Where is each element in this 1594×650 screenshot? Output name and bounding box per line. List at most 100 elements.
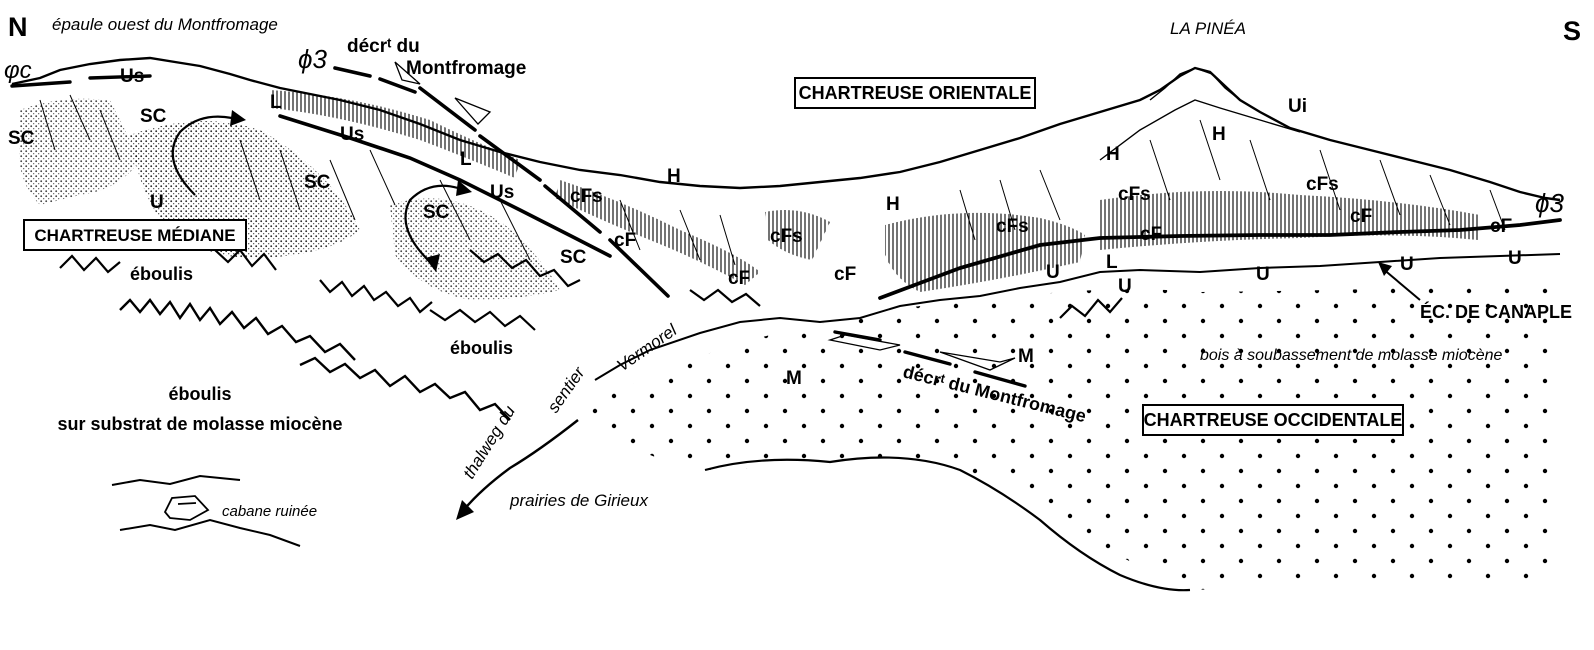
eboulis-label-1: éboulis bbox=[130, 264, 193, 284]
vermorel-label: Vermorel bbox=[613, 320, 681, 375]
sc-stipple-left bbox=[19, 98, 140, 205]
ec-canaple-label: ÉC. DE CANAPLE bbox=[1420, 301, 1572, 322]
thalweg-label: thalweg du bbox=[459, 402, 519, 482]
unit-cf-3: cF bbox=[834, 264, 856, 285]
unit-h-2: H bbox=[886, 194, 900, 215]
unit-sc-4: SC bbox=[423, 202, 450, 223]
unit-sc-5: SC bbox=[560, 247, 587, 268]
canaple-arrow-head bbox=[1378, 262, 1392, 276]
scree-line-2 bbox=[299, 356, 511, 421]
fracture-marks bbox=[39, 94, 1506, 266]
box-occidentale-label: CHARTREUSE OCCIDENTALE bbox=[1144, 410, 1403, 430]
decrochement-lower bbox=[833, 330, 1027, 388]
unit-cf-1: cF bbox=[614, 230, 636, 251]
ridge-skyline bbox=[11, 56, 1561, 202]
unit-l-1: L bbox=[270, 92, 282, 113]
hatch-band-2 bbox=[555, 180, 760, 285]
eboulis-molasse-1: éboulis bbox=[168, 384, 231, 404]
south-label: S bbox=[1563, 16, 1581, 46]
cabane-icon bbox=[163, 495, 210, 521]
unit-sc-3: SC bbox=[304, 172, 331, 193]
unit-us-2: Us bbox=[340, 124, 364, 145]
scree-line-7 bbox=[469, 249, 581, 288]
molasse-region bbox=[580, 282, 1560, 590]
phi-c-label: φc bbox=[4, 57, 32, 84]
unit-cfs-5: cFs bbox=[1306, 174, 1339, 195]
bois-label: bois à soubassement de molasse miocène bbox=[1200, 347, 1502, 364]
shear-arrow-lower-right bbox=[939, 351, 1016, 371]
hatch-band-1 bbox=[270, 90, 520, 178]
fold-arrow-left bbox=[171, 115, 233, 196]
shear-arrow-upper-left bbox=[394, 61, 421, 85]
unit-us-3: Us bbox=[490, 182, 514, 203]
fold-arrow-left-head bbox=[230, 110, 246, 126]
canaple-arrow bbox=[1381, 267, 1421, 301]
valley-floor bbox=[594, 253, 1561, 381]
terrain-line-cabane-bottom bbox=[119, 518, 301, 547]
scree-line-8 bbox=[1059, 297, 1123, 319]
unit-u-5: U bbox=[1400, 254, 1414, 275]
unit-u-1: U bbox=[150, 192, 164, 213]
unit-ui: Ui bbox=[1288, 96, 1307, 117]
scree-line-4 bbox=[214, 248, 277, 271]
cabane-label: cabane ruinée bbox=[222, 503, 317, 520]
unit-cf-5: cF bbox=[1350, 206, 1372, 227]
box-mediane bbox=[23, 219, 247, 251]
fold-arrow-right bbox=[404, 184, 459, 263]
shear-arrow-upper-right bbox=[454, 97, 492, 125]
eboulis-label-2: éboulis bbox=[450, 338, 513, 358]
scree-line-9 bbox=[689, 288, 761, 307]
box-occidentale bbox=[1142, 404, 1404, 436]
la-pinea-summit bbox=[1149, 67, 1241, 101]
box-orientale-label: CHARTREUSE ORIENTALE bbox=[799, 83, 1032, 103]
unit-cf-2: cF bbox=[728, 268, 750, 289]
sentier-label: sentier bbox=[544, 363, 590, 417]
phi3-left-thrust bbox=[278, 66, 612, 258]
hatch-band-3 bbox=[885, 212, 1085, 292]
unit-cfs-1: cFs bbox=[570, 186, 603, 207]
terrain-line-cabane-top bbox=[111, 474, 241, 486]
scree-line-3 bbox=[59, 254, 121, 274]
unit-l-2: L bbox=[460, 149, 472, 170]
scree-line-6 bbox=[429, 308, 536, 331]
eboulis-molasse-2: sur substrat de molasse miocène bbox=[57, 414, 342, 434]
unit-m-1: M bbox=[786, 368, 802, 389]
unit-m-2: M bbox=[1018, 346, 1034, 367]
unit-l-3: L bbox=[1106, 252, 1118, 273]
unit-us-1: Us bbox=[120, 66, 144, 87]
epaule-label: épaule ouest du Montfromage bbox=[52, 15, 278, 34]
molasse-lower-boundary bbox=[704, 456, 1191, 592]
fold-arrow-right-head-top bbox=[456, 180, 472, 196]
shear-arrow-lower-left bbox=[827, 334, 901, 351]
unit-u-4: U bbox=[1256, 264, 1270, 285]
box-orientale bbox=[794, 77, 1036, 109]
unit-sc-1: SC bbox=[8, 128, 35, 149]
unit-h-3: H bbox=[1106, 144, 1120, 165]
unit-sc-2: SC bbox=[140, 106, 167, 127]
scree-line-5 bbox=[319, 279, 433, 314]
north-label: N bbox=[8, 12, 28, 42]
la-pinea-label: LA PINÉA bbox=[1170, 19, 1246, 38]
thalweg-arrow-head bbox=[456, 500, 474, 520]
decrochement-upper bbox=[418, 86, 670, 298]
phi3-left-label: ϕ3 bbox=[298, 44, 327, 74]
decr-du-top: décrᵗ du bbox=[347, 36, 420, 57]
scree-line-1 bbox=[119, 298, 356, 361]
fold-arrow-right-head bbox=[425, 254, 440, 272]
inner-crest bbox=[1099, 99, 1301, 161]
unit-u-3: U bbox=[1118, 276, 1132, 297]
unit-h-4: H bbox=[1212, 124, 1226, 145]
unit-u-6: U bbox=[1508, 248, 1522, 269]
unit-cf-6: cF bbox=[1490, 216, 1512, 237]
unit-cf-4: cF bbox=[1140, 224, 1162, 245]
unit-cfs-3: cFs bbox=[996, 216, 1029, 237]
prairies-label: prairies de Girieux bbox=[509, 491, 648, 510]
sc-stipple-right bbox=[390, 198, 560, 300]
phi3-right-thrust bbox=[878, 218, 1562, 300]
thalweg-arrow bbox=[461, 419, 579, 513]
phi-c-line bbox=[10, 74, 152, 88]
box-mediane-label: CHARTREUSE MÉDIANE bbox=[34, 226, 235, 245]
unit-cfs-2: cFs bbox=[770, 226, 803, 247]
phi3-right-label: ϕ3 bbox=[1535, 188, 1564, 218]
